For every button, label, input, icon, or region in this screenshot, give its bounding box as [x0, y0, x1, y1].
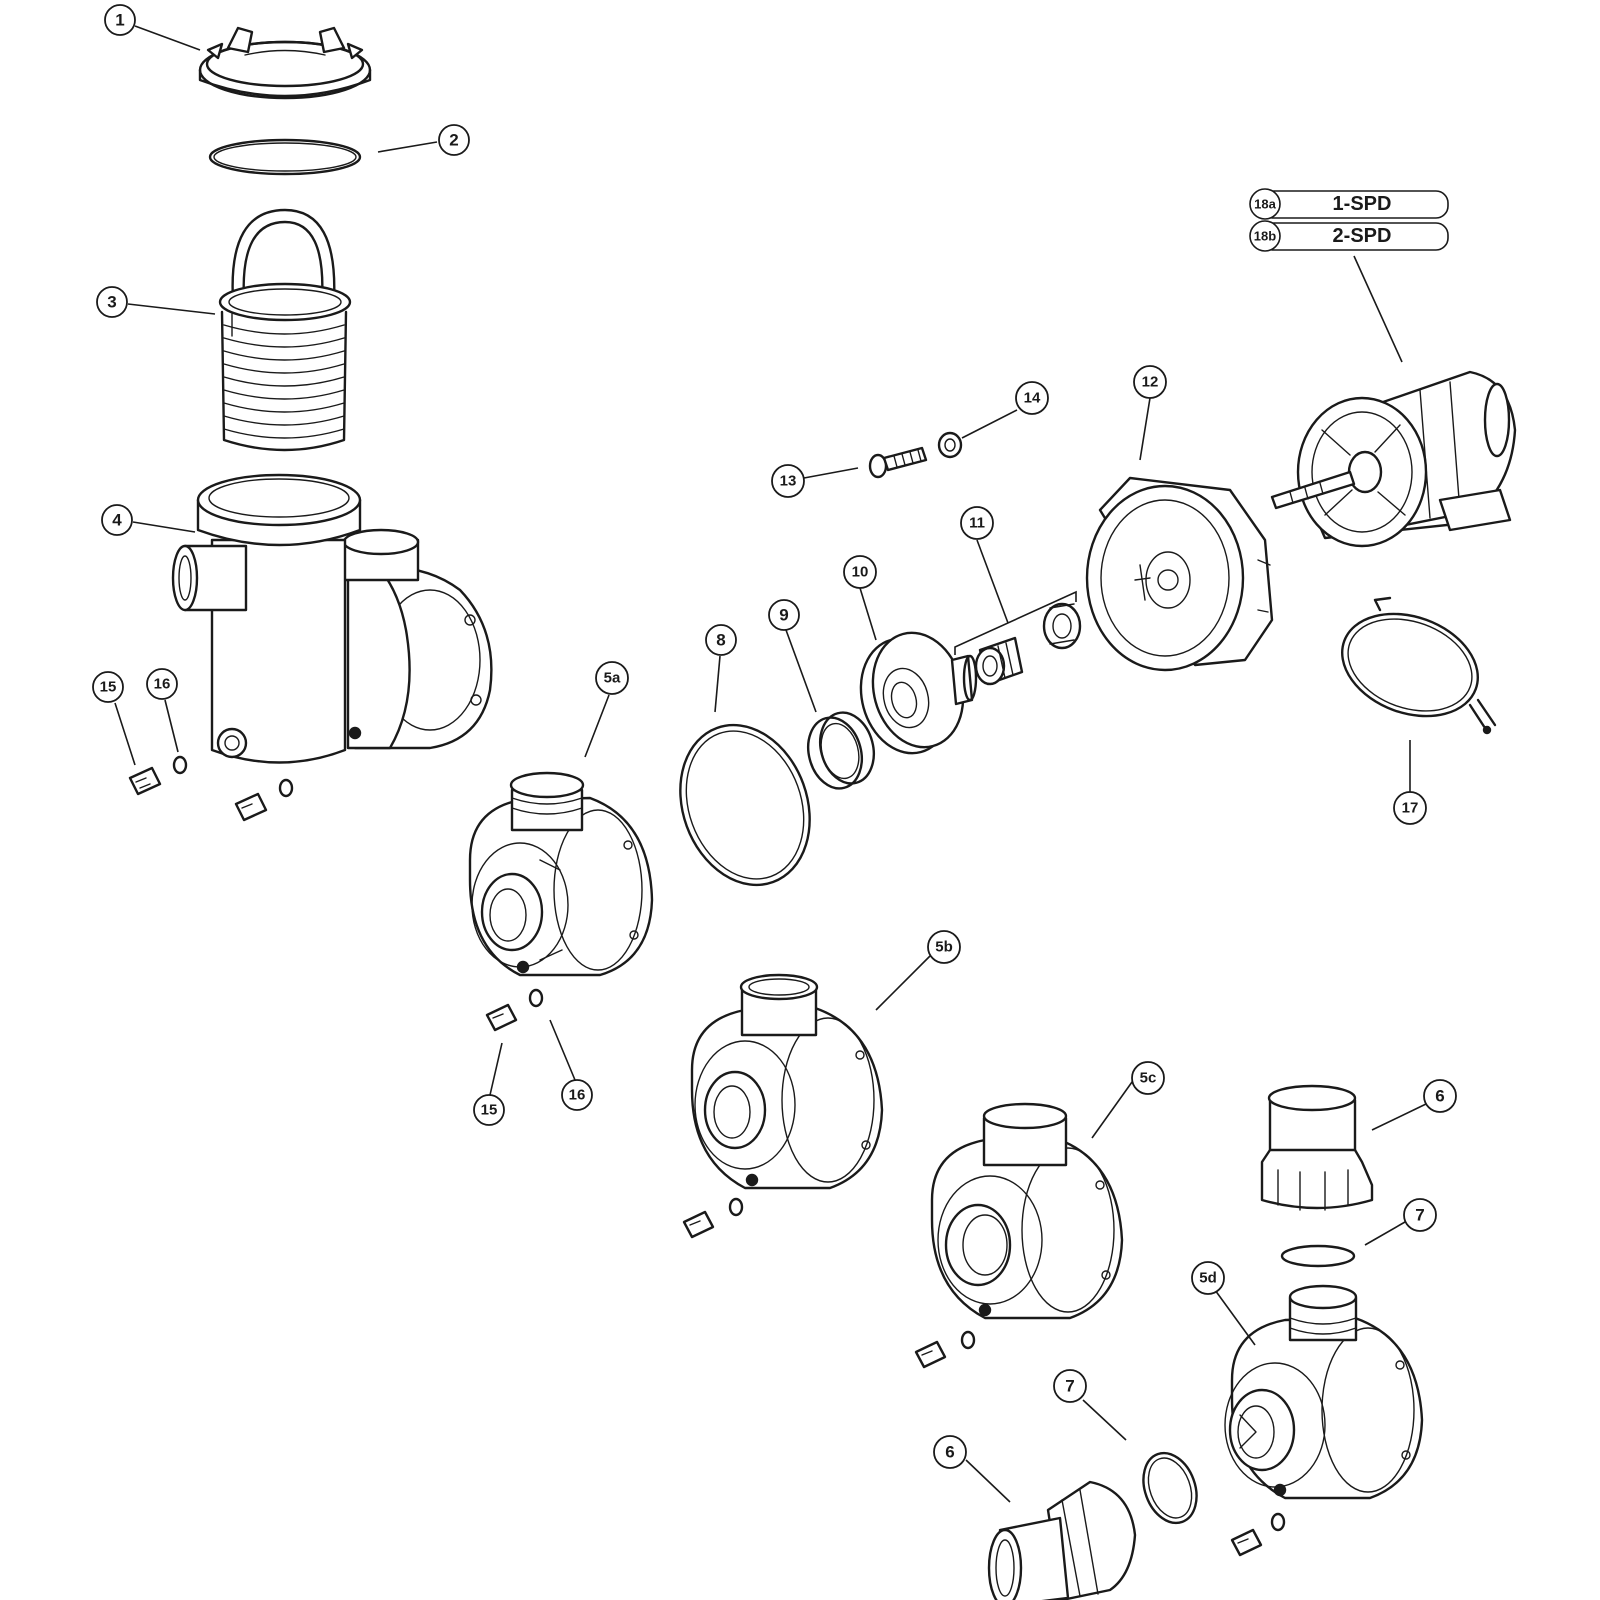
svg-text:6: 6 [945, 1443, 954, 1462]
callout-2: 2 [438, 124, 470, 156]
drain-plug-5c [914, 1330, 976, 1369]
union-o-ring-top [1280, 1244, 1356, 1268]
callout-15-mid: 15 [473, 1094, 505, 1126]
callout-8: 8 [705, 624, 737, 656]
volute-5d [1224, 1284, 1424, 1500]
svg-text:7: 7 [1065, 1377, 1074, 1396]
callout-3: 3 [96, 286, 128, 318]
callout-1: 1 [104, 4, 136, 36]
callout-4: 4 [101, 504, 133, 536]
svg-text:12: 12 [1142, 374, 1159, 391]
svg-text:2-SPD: 2-SPD [1333, 225, 1392, 247]
motor-option-2spd: 18b 2-SPD [1249, 220, 1449, 252]
union-fitting-bottom [987, 1480, 1137, 1600]
callout-15-left: 15 [92, 671, 124, 703]
diffuser-ring [807, 711, 875, 790]
callout-7-top: 7 [1403, 1198, 1437, 1232]
svg-text:5a: 5a [604, 670, 621, 687]
motor-option-1spd: 18a 1-SPD [1249, 188, 1449, 220]
callout-16-left: 16 [146, 668, 178, 700]
svg-text:16: 16 [154, 676, 171, 693]
washer [937, 431, 963, 459]
impeller [859, 631, 978, 755]
svg-text:1: 1 [115, 11, 124, 30]
svg-text:16: 16 [569, 1087, 586, 1104]
svg-text:2: 2 [449, 131, 458, 150]
motor [1270, 370, 1517, 548]
strainer-lid [198, 26, 372, 100]
callout-5b: 5b [927, 930, 961, 964]
svg-text:5c: 5c [1140, 1070, 1157, 1087]
impeller-screw [868, 446, 928, 479]
svg-text:17: 17 [1402, 800, 1419, 817]
callout-7-bottom: 7 [1053, 1369, 1087, 1403]
svg-text:5d: 5d [1199, 1270, 1217, 1287]
seal-plate [1085, 476, 1274, 672]
svg-text:15: 15 [100, 679, 117, 696]
callout-6-top: 6 [1423, 1079, 1457, 1113]
drain-plug-5a [485, 988, 544, 1032]
svg-text:11: 11 [969, 515, 985, 532]
strainer-housing [171, 473, 493, 764]
svg-text:5b: 5b [935, 939, 953, 956]
shaft-seal [974, 602, 1082, 686]
strainer-basket [218, 208, 352, 452]
svg-text:18a: 18a [1254, 197, 1276, 212]
svg-text:15: 15 [481, 1102, 498, 1119]
svg-text:1-SPD: 1-SPD [1333, 193, 1392, 215]
callout-17: 17 [1393, 791, 1427, 825]
leader-lines [114, 25, 1427, 1503]
svg-text:14: 14 [1024, 390, 1041, 407]
svg-text:6: 6 [1435, 1087, 1444, 1106]
drain-plug-left-upper [128, 755, 188, 796]
svg-text:7: 7 [1415, 1206, 1424, 1225]
drain-plug-5b [682, 1197, 744, 1239]
union-fitting-top [1260, 1084, 1374, 1211]
svg-text:3: 3 [107, 293, 116, 312]
drain-plug-5d [1230, 1512, 1286, 1557]
callout-5c: 5c [1131, 1061, 1165, 1095]
volute-o-ring [679, 723, 811, 887]
callout-12: 12 [1133, 365, 1167, 399]
callout-6-bottom: 6 [933, 1435, 967, 1469]
svg-text:18b: 18b [1254, 229, 1276, 244]
callout-11: 11 [960, 506, 994, 540]
volute-5c [930, 1102, 1124, 1320]
volute-5b [690, 973, 884, 1190]
callout-10: 10 [843, 555, 877, 589]
callout-14: 14 [1015, 381, 1049, 415]
svg-text:10: 10 [852, 564, 869, 581]
volute-5a [468, 771, 654, 977]
power-cord [1341, 596, 1497, 735]
svg-text:8: 8 [716, 631, 725, 650]
lid-o-ring [208, 138, 362, 176]
drain-plug-left-lower [234, 778, 294, 822]
svg-text:13: 13 [780, 473, 797, 490]
union-o-ring-bottom [1142, 1451, 1198, 1525]
callout-9: 9 [768, 599, 800, 631]
callout-5a: 5a [595, 661, 629, 695]
callout-5d: 5d [1191, 1261, 1225, 1295]
svg-text:9: 9 [779, 606, 788, 625]
callout-13: 13 [771, 464, 805, 498]
callout-16-mid: 16 [561, 1079, 593, 1111]
svg-text:4: 4 [112, 511, 122, 530]
